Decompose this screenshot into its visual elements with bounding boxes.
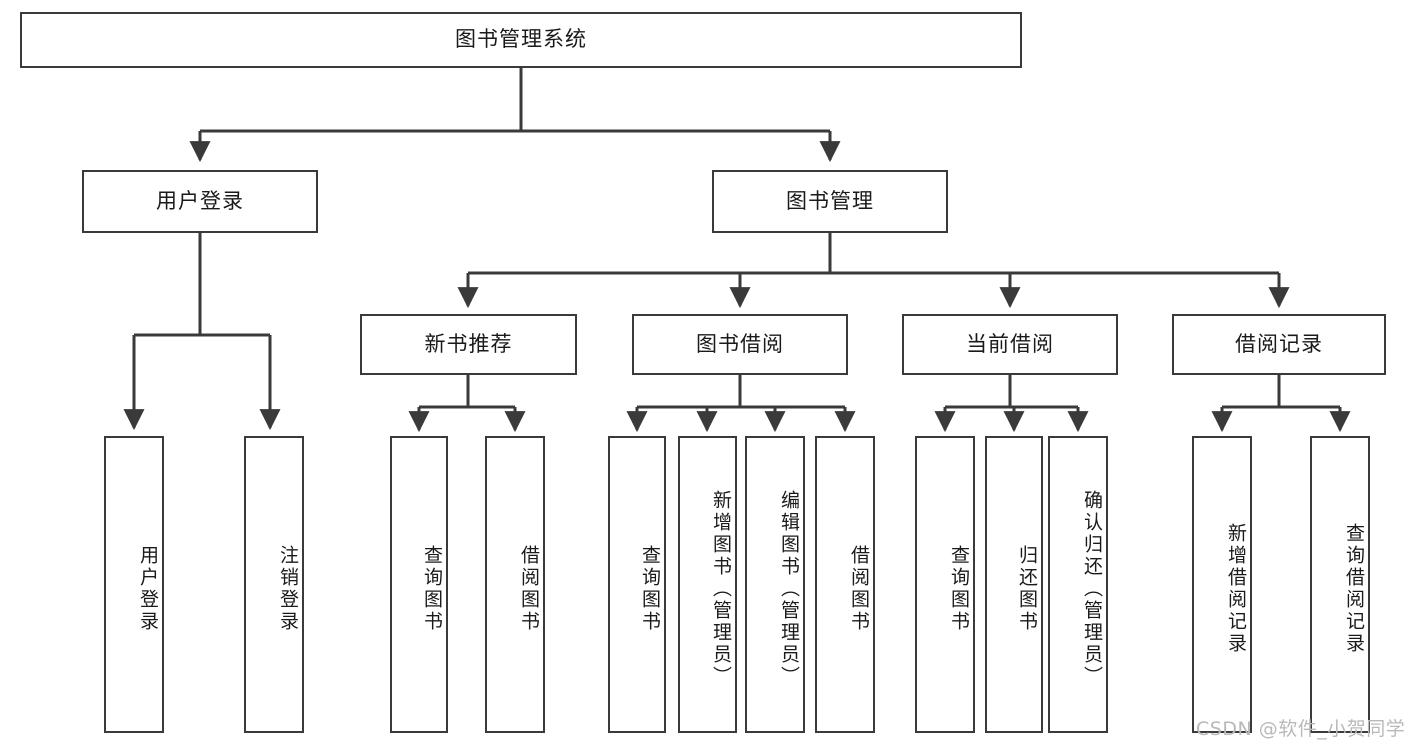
node-leaf-confirm-return-label: 确认归还（管理员） <box>1081 489 1103 688</box>
node-current-borrow[interactable]: 当前借阅 <box>902 314 1118 375</box>
node-leaf-add-book[interactable]: 新增图书（管理员） <box>678 436 737 733</box>
node-new-book-recommend[interactable]: 新书推荐 <box>360 314 577 375</box>
node-leaf-add-record[interactable]: 新增借阅记录 <box>1192 436 1252 733</box>
node-leaf-borrow-book-2[interactable]: 借阅图书 <box>815 436 875 733</box>
node-book-manage-label: 图书管理 <box>786 188 874 213</box>
node-leaf-return-book-label: 归还图书 <box>1016 544 1038 633</box>
node-leaf-query-record-label: 查询借阅记录 <box>1343 522 1365 655</box>
node-leaf-user-login-label: 用户登录 <box>137 544 159 633</box>
node-book-borrow-label: 图书借阅 <box>696 331 784 356</box>
node-leaf-query-book-3-label: 查询图书 <box>948 544 970 633</box>
node-leaf-add-record-label: 新增借阅记录 <box>1225 522 1247 655</box>
node-leaf-borrow-book-1-label: 借阅图书 <box>518 544 540 633</box>
node-leaf-borrow-book-2-label: 借阅图书 <box>848 544 870 633</box>
node-leaf-edit-book-label: 编辑图书（管理员） <box>778 489 800 688</box>
node-user-login-label: 用户登录 <box>156 188 244 213</box>
node-leaf-query-book-1[interactable]: 查询图书 <box>390 436 448 733</box>
node-leaf-confirm-return[interactable]: 确认归还（管理员） <box>1048 436 1108 733</box>
node-root-label: 图书管理系统 <box>455 27 587 52</box>
node-book-borrow[interactable]: 图书借阅 <box>632 314 848 375</box>
node-leaf-logout[interactable]: 注销登录 <box>244 436 304 733</box>
node-leaf-edit-book[interactable]: 编辑图书（管理员） <box>745 436 805 733</box>
node-leaf-query-book-2[interactable]: 查询图书 <box>608 436 666 733</box>
node-leaf-query-book-3[interactable]: 查询图书 <box>915 436 975 733</box>
node-leaf-user-login[interactable]: 用户登录 <box>104 436 164 733</box>
node-current-borrow-label: 当前借阅 <box>966 331 1054 356</box>
node-book-manage[interactable]: 图书管理 <box>712 170 948 233</box>
node-leaf-borrow-book-1[interactable]: 借阅图书 <box>485 436 545 733</box>
node-leaf-return-book[interactable]: 归还图书 <box>985 436 1043 733</box>
node-leaf-logout-label: 注销登录 <box>277 544 299 633</box>
node-leaf-query-book-2-label: 查询图书 <box>639 544 661 633</box>
node-leaf-add-book-label: 新增图书（管理员） <box>710 489 732 688</box>
node-root-system[interactable]: 图书管理系统 <box>20 12 1022 68</box>
node-user-login[interactable]: 用户登录 <box>82 170 318 233</box>
node-borrow-record-label: 借阅记录 <box>1235 331 1323 356</box>
node-leaf-query-record[interactable]: 查询借阅记录 <box>1310 436 1370 733</box>
node-borrow-record[interactable]: 借阅记录 <box>1172 314 1386 375</box>
node-leaf-query-book-1-label: 查询图书 <box>421 544 443 633</box>
csdn-watermark: CSDN @软件_小贺同学 <box>1196 718 1405 740</box>
node-new-book-recommend-label: 新书推荐 <box>424 331 513 356</box>
